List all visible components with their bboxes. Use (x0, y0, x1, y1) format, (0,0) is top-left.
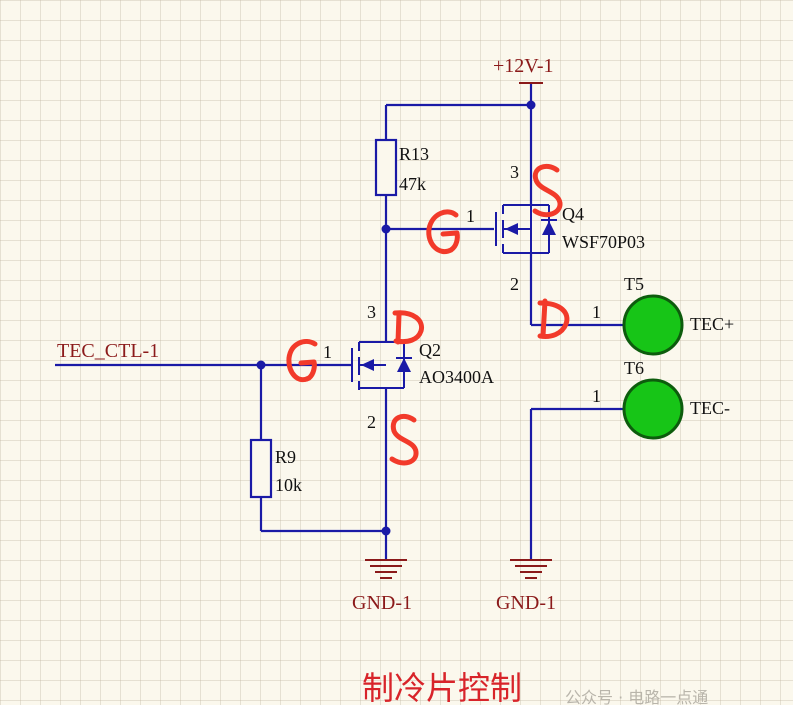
t5-pin: 1 (592, 302, 601, 322)
junction-input (256, 360, 266, 370)
q2-designator: Q2 (419, 340, 441, 360)
q4-pin-drain: 2 (510, 274, 519, 294)
hand-s-q4 (532, 163, 563, 218)
t6-designator: T6 (624, 358, 644, 378)
r13-designator: R13 (399, 144, 429, 164)
ground-symbol-right: GND-1 (496, 559, 556, 614)
q4-pin-source: 3 (510, 162, 519, 182)
ground-left-label: GND-1 (352, 592, 412, 614)
t5-pad (622, 294, 684, 356)
q2-part: AO3400A (419, 367, 494, 387)
q4-part: WSF70P03 (562, 232, 645, 252)
r9-value: 10k (275, 475, 302, 495)
mosfet-q4: 3 1 2 Q4 WSF70P03 (466, 162, 645, 294)
t5-designator: T5 (624, 274, 644, 294)
q2-pin-source: 2 (367, 412, 376, 432)
t6-net: TEC- (690, 398, 730, 418)
q2-pin-drain: 3 (367, 302, 376, 322)
t6-pin: 1 (592, 386, 601, 406)
test-pad-t6: 1 T6 TEC- (592, 358, 730, 440)
hand-d-q4 (537, 298, 570, 339)
junction-vcc (526, 100, 536, 110)
r13-value: 47k (399, 174, 426, 194)
resistor-r13: R13 47k (374, 138, 429, 197)
junctions (256, 100, 536, 536)
handwritten-annotations (286, 163, 570, 466)
watermark-text: 公众号 · 电路一点通 (565, 688, 708, 705)
resistor-r9: R9 10k (249, 438, 302, 499)
q2-pin-gate: 1 (323, 342, 332, 362)
q4-designator: Q4 (562, 204, 584, 224)
ground-right-label: GND-1 (496, 592, 556, 614)
t5-net: TEC+ (690, 314, 734, 334)
hand-s-q2 (389, 414, 419, 466)
hand-g-q4 (426, 209, 460, 254)
t6-pad (622, 378, 684, 440)
input-net-label: TEC_CTL-1 (57, 340, 159, 362)
wires (55, 83, 624, 560)
diagram-title: 制冷片控制 (362, 669, 522, 705)
junction-gnd (381, 526, 391, 536)
q4-pin-gate: 1 (466, 206, 475, 226)
power-port-12v: +12V-1 (493, 55, 554, 84)
hand-g-q2 (286, 339, 318, 383)
ground-symbol-left: GND-1 (352, 559, 412, 614)
junction-q4-gate (381, 224, 391, 234)
mosfet-q2: 3 1 2 Q2 AO3400A (323, 302, 494, 432)
r9-designator: R9 (275, 447, 296, 467)
power-net-label: +12V-1 (493, 55, 554, 77)
hand-d-q2 (392, 310, 424, 345)
test-pad-t5: 1 T5 TEC+ (592, 274, 734, 356)
